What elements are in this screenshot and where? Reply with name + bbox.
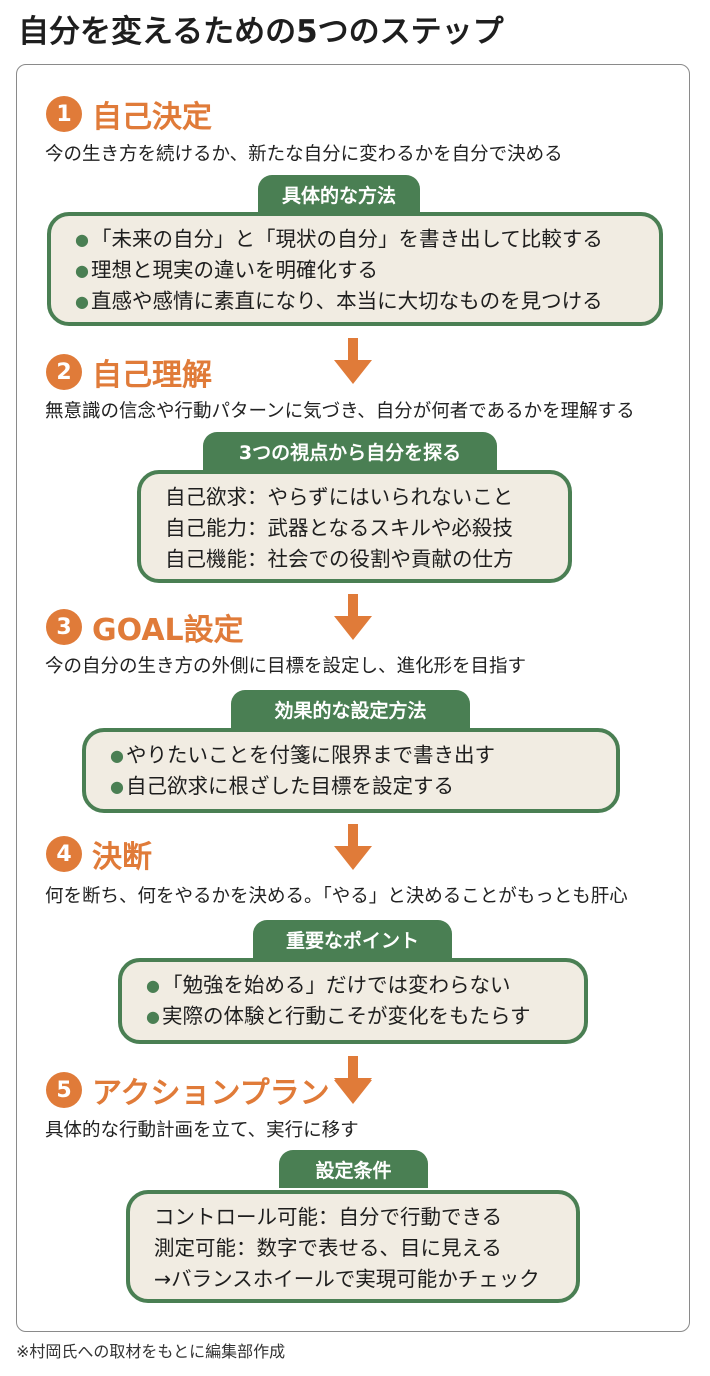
bullet-icon: ● xyxy=(75,230,89,249)
down-arrow-icon xyxy=(334,1058,372,1106)
list-item-text: 実際の体験と行動こそが変化をもたらす xyxy=(161,1004,531,1028)
bullet-icon: ● xyxy=(110,777,124,796)
list-item: 測定可能：数字で表せる、目に見える xyxy=(154,1233,576,1264)
list-item-text: 直感や感情に素直になり、本当に大切なものを見つける xyxy=(90,289,603,313)
list-item-text: コントロール可能：自分で行動できる xyxy=(154,1205,503,1229)
list-item: ●理想と現実の違いを明確化する xyxy=(75,255,659,286)
section-label: 具体的な方法 xyxy=(258,175,420,213)
list-item: ●自己欲求に根ざした目標を設定する xyxy=(110,771,616,802)
list-item-text: 自己欲求：やらずにはいられないこと xyxy=(165,485,514,509)
down-arrow-icon xyxy=(334,338,372,386)
step-number-badge: 2 xyxy=(46,354,82,390)
detail-box: ●「未来の自分」と「現状の自分」を書き出して比較する●理想と現実の違いを明確化す… xyxy=(47,212,663,326)
step-description: 具体的な行動計画を立て、実行に移す xyxy=(45,1120,359,1141)
list-item: ●実際の体験と行動こそが変化をもたらす xyxy=(146,1001,584,1032)
step-title: 決断 xyxy=(92,840,152,875)
step-title: 自己理解 xyxy=(92,358,212,393)
down-arrow-icon xyxy=(334,594,372,642)
list-item: ●「勉強を始める」だけでは変わらない xyxy=(146,970,584,1001)
step-description: 無意識の信念や行動パターンに気づき、自分が何者であるかを理解する xyxy=(45,401,635,422)
page-title: 自分を変えるための5つのステップ xyxy=(18,14,504,50)
list-item: 自己欲求：やらずにはいられないこと xyxy=(165,482,568,513)
list-item-text: やりたいことを付箋に限界まで書き出す xyxy=(125,743,495,767)
list-item: →バランスホイールで実現可能かチェック xyxy=(154,1264,576,1295)
list-item-text: 「未来の自分」と「現状の自分」を書き出して比較する xyxy=(90,227,603,251)
section-label: 重要なポイント xyxy=(253,920,452,958)
bullet-icon: ● xyxy=(75,292,89,311)
list-item-text: 「勉強を始める」だけでは変わらない xyxy=(161,973,511,997)
detail-box: コントロール可能：自分で行動できる測定可能：数字で表せる、目に見える →バランスホ… xyxy=(126,1190,580,1303)
list-item: 自己能力：武器となるスキルや必殺技 xyxy=(165,513,568,544)
step-description: 今の生き方を続けるか、新たな自分に変わるかを自分で決める xyxy=(45,144,563,165)
bullet-icon: ● xyxy=(146,976,160,995)
list-item-text: 自己機能：社会での役割や貢献の仕方 xyxy=(165,547,514,571)
list-item-text: →バランスホイールで実現可能かチェック xyxy=(154,1267,540,1291)
section-label: 設定条件 xyxy=(279,1150,428,1188)
step-heading: 4 決断 xyxy=(46,832,152,876)
steps-frame xyxy=(16,64,690,1332)
bullet-icon: ● xyxy=(146,1007,160,1026)
detail-box: ●「勉強を始める」だけでは変わらない●実際の体験と行動こそが変化をもたらす xyxy=(118,958,588,1044)
source-note: ※村岡氏への取材をもとに編集部作成 xyxy=(16,1342,286,1361)
section-label: 3つの視点から自分を探る xyxy=(203,432,497,470)
step-number-badge: 1 xyxy=(46,96,82,132)
step-number-badge: 5 xyxy=(46,1072,82,1108)
list-item: ●直感や感情に素直になり、本当に大切なものを見つける xyxy=(75,286,659,317)
detail-box: 自己欲求：やらずにはいられないこと自己能力：武器となるスキルや必殺技自己機能：社… xyxy=(137,470,572,583)
list-item: ●やりたいことを付箋に限界まで書き出す xyxy=(110,740,616,771)
step-heading: 3 GOAL設定 xyxy=(46,605,244,649)
down-arrow-icon xyxy=(334,824,372,872)
bullet-icon: ● xyxy=(75,261,89,280)
step-title: GOAL設定 xyxy=(92,613,244,648)
list-item-text: 自己能力：武器となるスキルや必殺技 xyxy=(165,516,513,540)
list-item: ●「未来の自分」と「現状の自分」を書き出して比較する xyxy=(75,224,659,255)
list-item-text: 自己欲求に根ざした目標を設定する xyxy=(125,774,454,798)
step-description: 何を断ち、何をやるかを決める。「やる」と決めることがもっとも肝心 xyxy=(45,886,628,907)
step-heading: 1 自己決定 xyxy=(46,92,212,136)
step-title: アクションプラン xyxy=(92,1076,330,1111)
list-item-text: 理想と現実の違いを明確化する xyxy=(90,258,378,282)
bullet-icon: ● xyxy=(110,746,124,765)
list-item: 自己機能：社会での役割や貢献の仕方 xyxy=(165,544,568,575)
step-title: 自己決定 xyxy=(92,100,212,135)
step-heading: 5 アクションプラン xyxy=(46,1068,330,1112)
detail-box: ●やりたいことを付箋に限界まで書き出す●自己欲求に根ざした目標を設定する xyxy=(82,728,620,813)
list-item-text: 測定可能：数字で表せる、目に見える xyxy=(154,1236,502,1260)
step-number-badge: 3 xyxy=(46,609,82,645)
section-label: 効果的な設定方法 xyxy=(231,690,470,728)
step-heading: 2 自己理解 xyxy=(46,350,212,394)
list-item: コントロール可能：自分で行動できる xyxy=(154,1202,576,1233)
step-number-badge: 4 xyxy=(46,836,82,872)
step-description: 今の自分の生き方の外側に目標を設定し、進化形を目指す xyxy=(45,656,527,677)
